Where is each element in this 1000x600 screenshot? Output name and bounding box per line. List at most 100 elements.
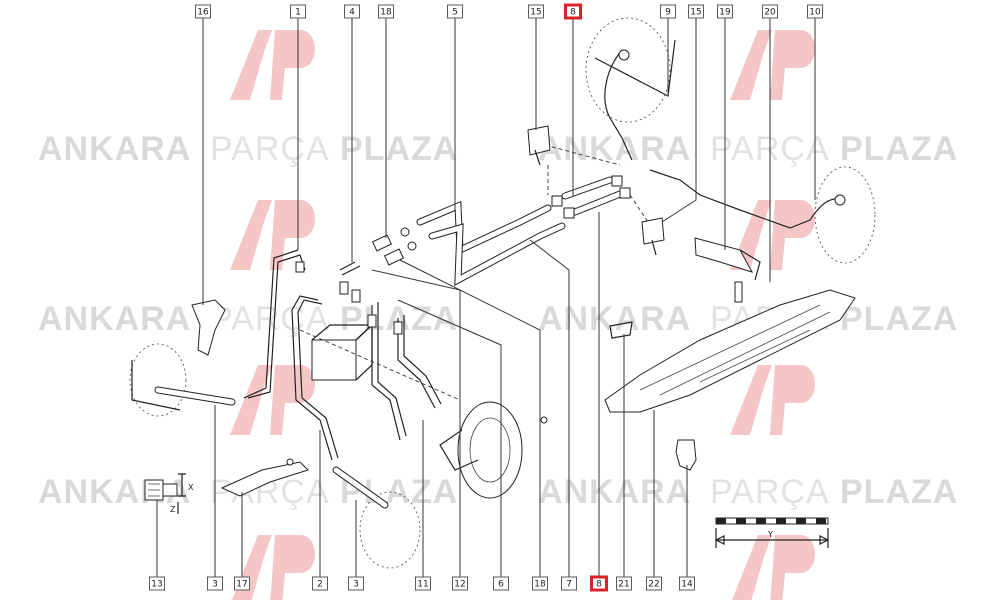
watermark-logo-a <box>230 365 272 435</box>
callout[interactable]: 20 <box>762 4 778 19</box>
callout-label: 19 <box>719 8 731 18</box>
wheel-left <box>129 343 187 417</box>
callout-label: 1 <box>295 8 301 18</box>
watermark-word: PLAZA <box>840 130 958 168</box>
callout-label: 16 <box>197 8 209 18</box>
callout-box <box>564 3 582 20</box>
watermark-logo <box>732 535 815 600</box>
watermark-word: PLAZA <box>340 473 458 511</box>
callout[interactable]: 3 <box>207 576 223 591</box>
watermark-logo <box>730 365 815 435</box>
callout-label: 6 <box>498 580 504 590</box>
callout-label: 21 <box>618 580 629 590</box>
callout-label: 18 <box>534 580 546 590</box>
watermark-logo <box>230 30 315 100</box>
callout-box <box>378 4 394 19</box>
callout-label: 15 <box>530 8 541 18</box>
watermark-logo-p <box>270 535 315 600</box>
callout[interactable]: 19 <box>717 4 733 19</box>
callout-label: 4 <box>349 8 355 18</box>
watermark-logo-p <box>270 30 315 100</box>
callout-box <box>762 4 778 19</box>
callout-label: 18 <box>380 8 392 18</box>
callout[interactable]: 18 <box>532 576 548 591</box>
callout-label: 5 <box>452 8 458 18</box>
watermark-logo-p <box>770 535 815 600</box>
callout-label: 22 <box>648 580 659 590</box>
leader-lines <box>156 17 816 579</box>
callout[interactable]: 21 <box>616 576 632 591</box>
callout[interactable]: 7 <box>561 576 577 591</box>
callout[interactable]: 10 <box>807 4 823 19</box>
callout-box <box>452 576 468 591</box>
callout-box <box>493 576 509 591</box>
callout-box <box>616 576 632 591</box>
underbody-shield <box>604 289 856 413</box>
callout[interactable]: 22 <box>646 576 662 591</box>
callout-label: 14 <box>681 580 693 590</box>
callout[interactable]: 2 <box>312 576 328 591</box>
callout[interactable]: 1 <box>290 4 306 19</box>
callout[interactable]: 17 <box>234 576 250 591</box>
pipe-bottom-left <box>291 295 389 509</box>
bracket-17 <box>220 458 309 497</box>
callout[interactable]: 6 <box>493 576 509 591</box>
callout-box <box>234 576 250 591</box>
scale-bar <box>714 517 830 548</box>
callout-box <box>195 4 211 19</box>
callout-box <box>561 576 577 591</box>
wheel-bottom <box>359 491 421 569</box>
dimension-y-label: Y <box>767 530 773 539</box>
watermark-logo-a <box>230 200 272 270</box>
callout[interactable]: 16 <box>195 4 211 19</box>
watermark-word: ANKARA <box>538 473 691 511</box>
watermark-logo-p <box>270 200 315 270</box>
callout[interactable]: 11 <box>415 576 431 591</box>
callout[interactable]: 4 <box>344 4 360 19</box>
callout-label: 3 <box>353 580 359 590</box>
watermark-logos <box>230 30 815 600</box>
callout[interactable]: 15 <box>688 4 704 19</box>
callout[interactable]: 9 <box>660 4 676 19</box>
callout[interactable]: 5 <box>447 4 463 19</box>
brake-servo <box>439 401 548 499</box>
callout[interactable]: 18 <box>378 4 394 19</box>
callout-box <box>207 576 223 591</box>
dimension-x-label: X <box>188 483 194 492</box>
watermark-row-1: ANKARA PARÇA PLAZA ANKARA PARÇA PLAZA <box>38 130 958 168</box>
callout-label: 10 <box>809 8 821 18</box>
callout[interactable]: 3 <box>348 576 364 591</box>
callout[interactable]: 12 <box>452 576 468 591</box>
callout-box <box>415 576 431 591</box>
callout-highlighted[interactable]: 8 <box>564 3 582 20</box>
watermark-logo-a <box>730 30 772 100</box>
callout-label: 3 <box>212 580 218 590</box>
watermark-logo-a <box>730 365 772 435</box>
callout-box <box>312 576 328 591</box>
callout[interactable]: 15 <box>528 4 544 19</box>
watermark-word: ANKARA <box>538 300 691 338</box>
watermark-logo-p <box>770 200 815 270</box>
watermark-logo <box>230 365 315 435</box>
callout-highlighted[interactable]: 8 <box>590 575 608 592</box>
callout-label: 2 <box>317 580 323 590</box>
watermark-word: ANKARA <box>38 300 191 338</box>
watermark-word: ANKARA <box>538 130 691 168</box>
callout-label: 15 <box>690 8 701 18</box>
watermark-logo-a <box>732 535 772 600</box>
callout[interactable]: 14 <box>679 576 695 591</box>
watermark-logo <box>730 30 815 100</box>
watermark-word: PARÇA <box>710 473 830 511</box>
callout-label: 8 <box>570 8 576 18</box>
dimension-labels: X Z Y <box>170 483 773 539</box>
callout-box <box>807 4 823 19</box>
callout[interactable]: 13 <box>149 576 165 591</box>
watermark-logo-p <box>770 365 815 435</box>
watermark-logo-a <box>230 30 272 100</box>
pipes-center <box>339 261 442 441</box>
callout-box <box>149 576 165 591</box>
watermark-word: ANKARA <box>38 130 191 168</box>
watermark-word: PLAZA <box>840 300 958 338</box>
